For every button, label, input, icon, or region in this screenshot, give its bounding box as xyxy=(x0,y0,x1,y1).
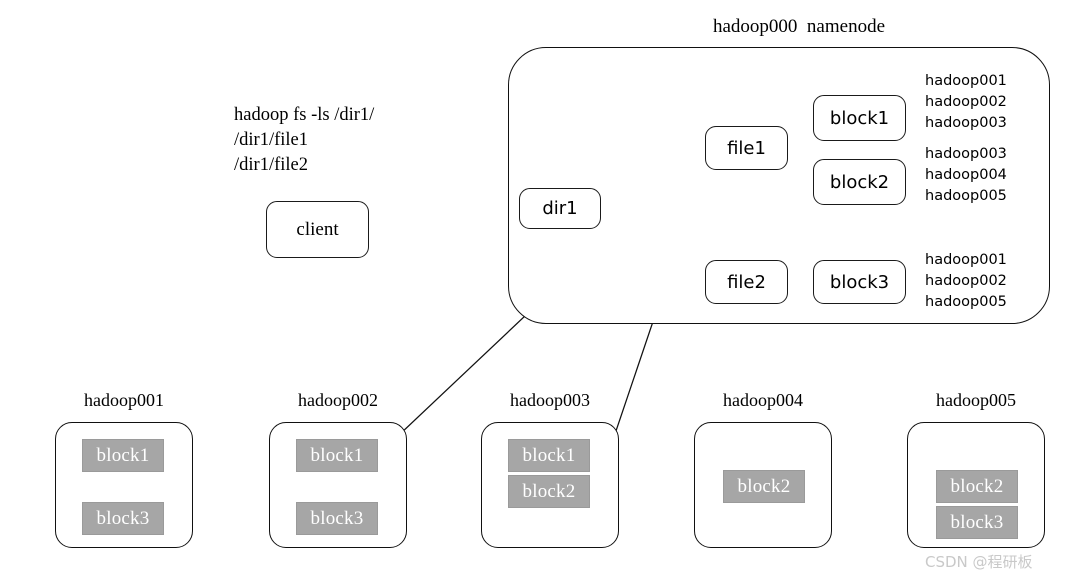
node-block3-label: block3 xyxy=(829,271,890,293)
datanode-hadoop004[interactable]: block2 xyxy=(694,422,832,548)
datanode-hadoop002-block-0: block1 xyxy=(296,439,378,472)
node-file1-label: file1 xyxy=(727,137,766,159)
datanode-hadoop004-block-0: block2 xyxy=(723,470,805,503)
node-file2-label: file2 xyxy=(727,271,766,293)
node-block1-label: block1 xyxy=(829,107,890,129)
replica-list-block3: hadoop001 hadoop002 hadoop005 xyxy=(925,252,1007,310)
client-label: client xyxy=(296,218,339,240)
csdn-watermark: CSDN @程研板 xyxy=(925,553,1033,571)
datanode-hadoop002[interactable]: block1 block3 xyxy=(269,422,407,548)
node-block2[interactable]: block2 xyxy=(813,159,906,205)
node-file2[interactable]: file2 xyxy=(705,260,788,304)
datanode-hadoop001[interactable]: block1 block3 xyxy=(55,422,193,548)
datanode-hadoop001-block-1: block3 xyxy=(82,502,164,535)
datanode-hadoop005[interactable]: block2 block3 xyxy=(907,422,1045,548)
node-dir1[interactable]: dir1 xyxy=(519,188,601,229)
replica-list-block2: hadoop003 hadoop004 hadoop005 xyxy=(925,146,1007,204)
node-block2-label: block2 xyxy=(829,171,890,193)
datanode-title-hadoop004: hadoop004 xyxy=(723,390,803,410)
datanode-hadoop005-block-0: block2 xyxy=(936,470,1018,503)
datanode-hadoop003-block-1: block2 xyxy=(508,475,590,508)
node-file1[interactable]: file1 xyxy=(705,126,788,170)
replica-list-block1: hadoop001 hadoop002 hadoop003 xyxy=(925,73,1007,131)
datanode-hadoop001-block-0: block1 xyxy=(82,439,164,472)
datanode-title-hadoop005: hadoop005 xyxy=(936,390,1016,410)
node-block1[interactable]: block1 xyxy=(813,95,906,141)
datanode-title-hadoop003: hadoop003 xyxy=(510,390,590,410)
datanode-hadoop005-block-1: block3 xyxy=(936,506,1018,539)
node-block3[interactable]: block3 xyxy=(813,260,906,304)
datanode-hadoop003-block-0: block1 xyxy=(508,439,590,472)
client-command-text: hadoop fs -ls /dir1/ /dir1/file1 /dir1/f… xyxy=(234,105,375,175)
datanode-hadoop002-block-1: block3 xyxy=(296,502,378,535)
client-box[interactable]: client xyxy=(266,201,369,258)
datanode-title-hadoop002: hadoop002 xyxy=(298,390,378,410)
node-dir1-label: dir1 xyxy=(542,198,578,219)
datanode-title-hadoop001: hadoop001 xyxy=(84,390,164,410)
namenode-title: hadoop000 namenode xyxy=(713,16,886,37)
datanode-hadoop003[interactable]: block1 block2 xyxy=(481,422,619,548)
